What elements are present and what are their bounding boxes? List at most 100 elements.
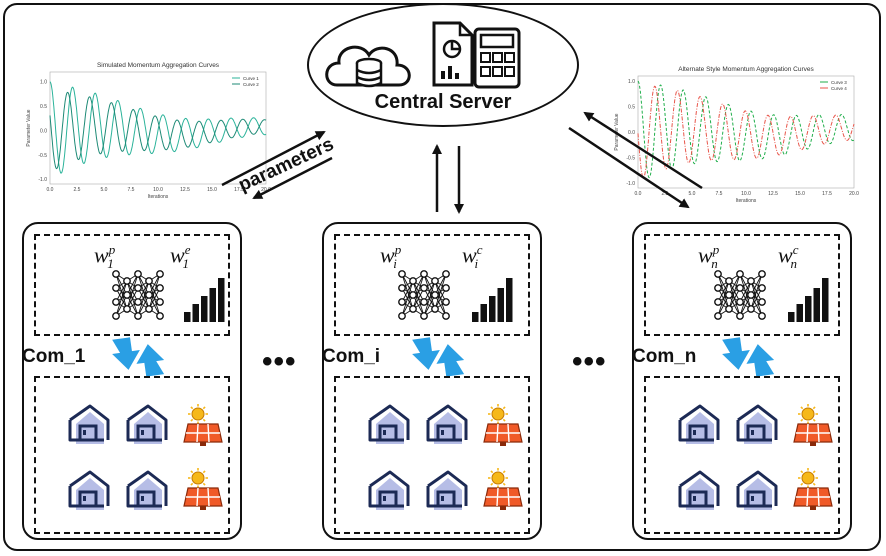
nn-edge	[728, 273, 741, 310]
y-tick-label: 0.0	[628, 130, 635, 136]
solar-panel-icon	[183, 468, 223, 510]
signal-bar	[480, 304, 487, 322]
sync-arrow-down	[722, 337, 750, 370]
x-tick-label: 5.0	[101, 187, 108, 193]
community-i-label: Com_i	[322, 346, 381, 367]
nn-edge	[717, 280, 730, 303]
nn-node	[123, 277, 131, 285]
house-icon	[426, 470, 468, 510]
solar-panel-icon	[183, 404, 223, 446]
house-icon	[68, 404, 110, 444]
nn-edge	[434, 273, 447, 296]
nn-node	[431, 277, 439, 285]
arrow-comn-to-server	[583, 111, 703, 190]
community-i-weight-c: wci	[462, 242, 483, 271]
chart-left-svg: Simulated Momentum Aggregation Curves 0.0…	[26, 62, 271, 200]
nn-node	[156, 284, 164, 292]
nn-edge	[137, 280, 150, 303]
nn-edge	[148, 287, 161, 310]
nn-node	[134, 284, 142, 292]
y-tick-label: 0.5	[40, 104, 47, 110]
community-i-model-box: wpi wci	[334, 234, 530, 336]
house-icon	[368, 470, 410, 510]
chart-title: Simulated Momentum Aggregation Curves	[97, 62, 220, 69]
nn-node	[736, 312, 744, 320]
signal-bar	[506, 278, 513, 322]
house-icon	[126, 470, 168, 510]
nn-node	[145, 291, 153, 299]
nn-node	[758, 284, 766, 292]
sync-arrows-icon	[112, 337, 165, 377]
nn-node	[112, 284, 120, 292]
community-i-household-grid	[368, 404, 523, 510]
signal-bar	[788, 312, 795, 322]
nn-edge	[739, 280, 752, 317]
nn-node	[714, 298, 722, 306]
nn-edge	[126, 273, 139, 296]
house-icon	[678, 404, 720, 444]
series-line-1	[637, 80, 855, 179]
nn-node	[442, 270, 450, 278]
nn-edge	[750, 273, 763, 310]
nn-node	[714, 270, 722, 278]
x-tick-label: 2.5	[74, 187, 81, 193]
nn-node	[747, 277, 755, 285]
solar-panel-icon	[483, 404, 523, 446]
y-tick-label: -1.0	[38, 177, 47, 183]
signal-bar	[805, 296, 812, 322]
y-tick-label: 1.0	[40, 80, 47, 86]
nn-edge	[412, 273, 425, 310]
x-tick-label: 2.5	[662, 191, 669, 197]
house-icon	[68, 470, 110, 510]
x-tick-label: 0.0	[47, 187, 54, 193]
solar-panel-icon	[793, 404, 833, 446]
nn-node	[725, 291, 733, 299]
community-n-model-box: wpn wcn	[644, 234, 840, 336]
community-1-label: Com_1	[22, 346, 86, 367]
y-tick-label: 0.0	[40, 128, 47, 134]
chart-title: Alternate Style Momentum Aggregation Cur…	[678, 66, 814, 73]
x-tick-label: 10.0	[741, 191, 751, 197]
solar-panel-icon	[793, 468, 833, 510]
nn-node	[442, 312, 450, 320]
sync-arrows-icon	[412, 337, 465, 377]
signal-bars-icon	[788, 278, 829, 322]
community-i: wpi wci Com_i	[322, 222, 542, 540]
nn-node	[112, 298, 120, 306]
nn-node	[145, 305, 153, 313]
signal-bar	[796, 304, 803, 322]
community-i-household-box	[334, 376, 530, 534]
x-tick-label: 20.0	[261, 187, 271, 193]
sun-icon	[801, 407, 815, 421]
nn-node	[736, 270, 744, 278]
ellipsis-left: •••	[262, 345, 297, 378]
nn-node	[123, 291, 131, 299]
nn-edge	[750, 273, 763, 296]
nn-edge	[423, 280, 436, 317]
nn-node	[714, 312, 722, 320]
sun-icon	[191, 407, 205, 421]
nn-node	[758, 270, 766, 278]
signal-bar	[192, 304, 199, 322]
nn-node	[747, 291, 755, 299]
calculator-icon	[473, 27, 521, 89]
nn-node	[145, 277, 153, 285]
cloud-database-icon	[325, 45, 411, 88]
nn-edge	[717, 280, 730, 317]
signal-bar	[497, 288, 504, 322]
nn-edge	[728, 287, 741, 310]
x-tick-label: 17.5	[234, 187, 244, 193]
nn-edge	[137, 280, 150, 317]
nn-node	[123, 305, 131, 313]
legend-label: Curve 2	[243, 82, 259, 87]
neural-network-icon	[398, 270, 450, 320]
nn-node	[431, 291, 439, 299]
x-tick-label: 7.5	[716, 191, 723, 197]
signal-bar	[209, 288, 216, 322]
nn-node	[156, 270, 164, 278]
house-icon	[736, 470, 778, 510]
neural-network-icon	[714, 270, 766, 320]
x-tick-label: 15.0	[207, 187, 217, 193]
nn-node	[420, 298, 428, 306]
community-n-household-grid	[678, 404, 833, 510]
